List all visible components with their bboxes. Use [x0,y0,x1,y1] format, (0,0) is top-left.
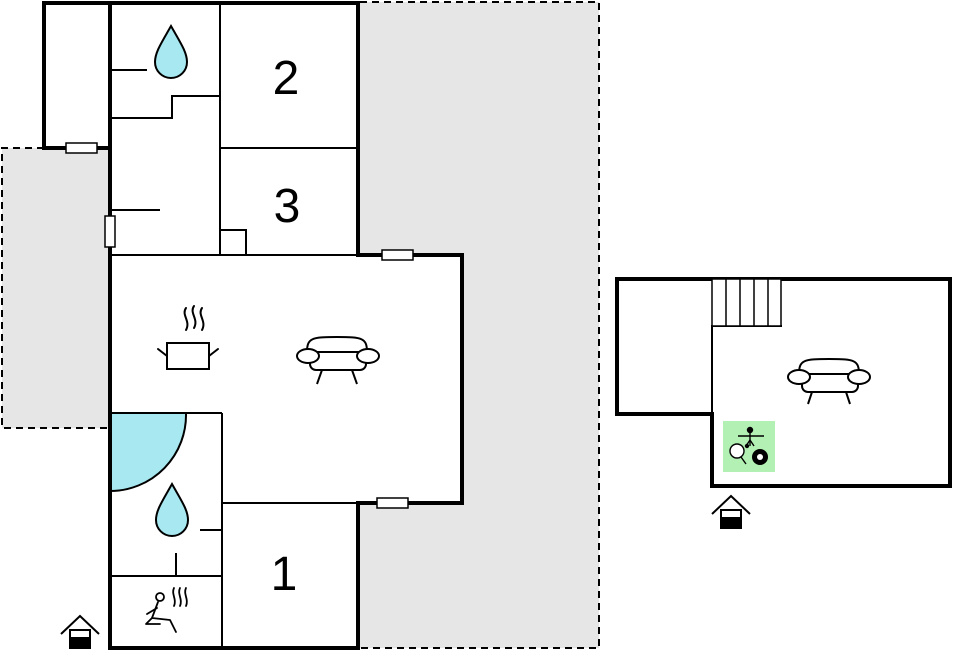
water-drop-icon [153,23,189,79]
games-icon [723,421,775,472]
windows [65,142,414,509]
cooking-pot-icon [157,305,219,370]
entrance-icon [60,614,100,649]
sofa-icon [787,357,871,405]
water-drop-icon [154,481,190,537]
second-building-walls [615,277,952,488]
entrance-icon [711,494,751,529]
interior-walls [110,3,358,648]
stairs [711,278,782,327]
room-number-2: 2 [273,52,300,105]
outdoor-area-right [360,1,600,649]
room-number-3: 3 [274,180,301,233]
shower-area [109,412,188,493]
sauna-icon [145,587,188,633]
sofa-icon [296,335,380,385]
outdoor-area-left [1,147,110,429]
room-number-1: 1 [271,548,298,601]
